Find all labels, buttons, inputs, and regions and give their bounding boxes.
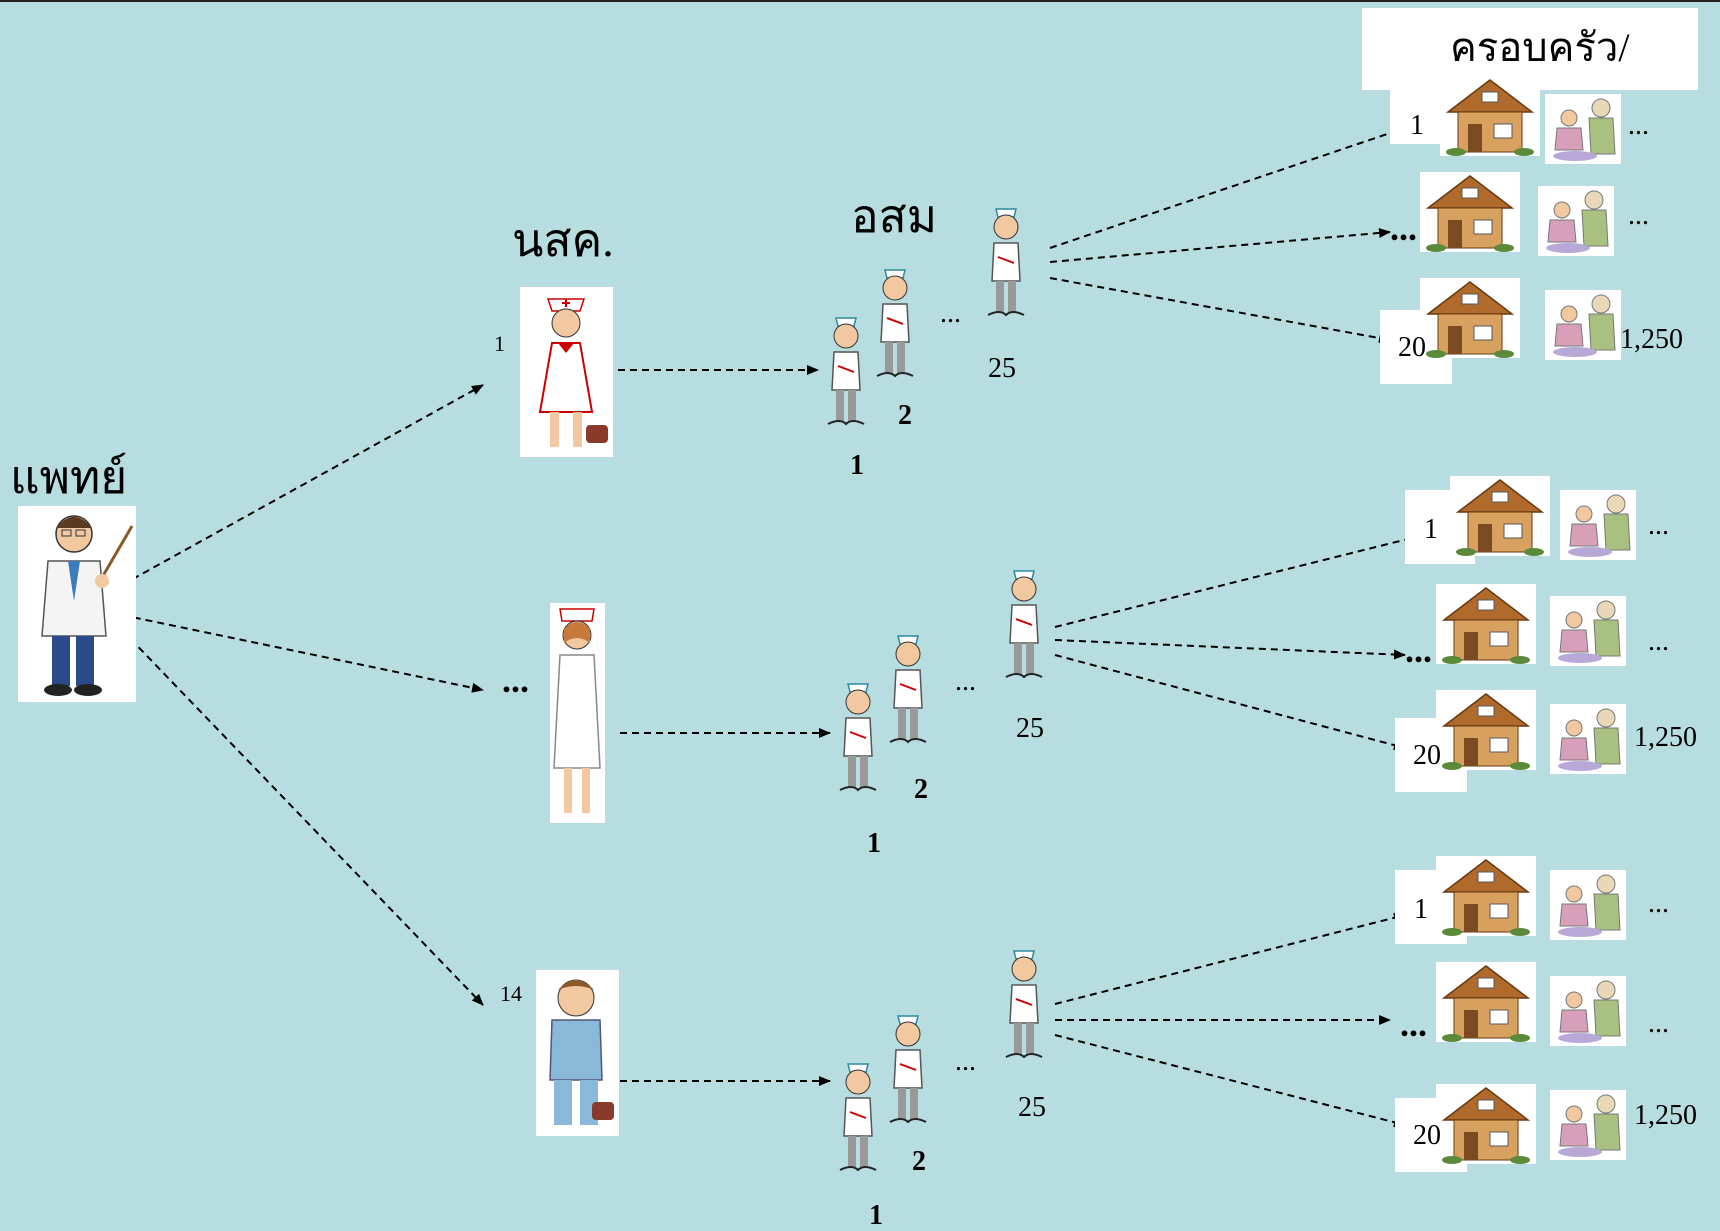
family-index-label: 1	[1410, 110, 1424, 141]
nurse-mid-label: ...	[502, 660, 529, 700]
family-care-icon	[1545, 290, 1621, 360]
nurse-icon	[520, 287, 613, 457]
volunteer-icon	[830, 1058, 886, 1183]
arrow-doctor-nurse-14	[121, 629, 484, 1006]
family-care-icon	[1550, 976, 1626, 1046]
top-border	[0, 0, 1720, 2]
family-care-icon	[1550, 870, 1626, 940]
volunteer-second-label: 2	[914, 774, 928, 805]
volunteer-icon	[880, 1010, 936, 1135]
family-tail-label: ...	[1648, 510, 1669, 541]
family-care-icon	[1538, 186, 1614, 256]
family-index-label: 1	[1424, 514, 1438, 545]
house-icon	[1420, 278, 1520, 358]
family-tail-label: ...	[1648, 888, 1669, 919]
nurse-14-label: 14	[500, 981, 522, 1006]
volunteer-last-label: 25	[988, 353, 1016, 384]
volunteer-ellipsis: ...	[955, 666, 976, 697]
arrow-vol2-fam-20	[1054, 654, 1406, 751]
title-label: ครอบครัว/	[1450, 25, 1630, 70]
volunteer-icon	[996, 945, 1052, 1070]
volunteer-second-label: 2	[912, 1146, 926, 1177]
family-tail-label: ...	[1648, 626, 1669, 657]
volunteer-last-label: 25	[1018, 1092, 1046, 1123]
family-index-label: ...	[1400, 1004, 1427, 1044]
house-icon	[1420, 172, 1520, 252]
volunteer-icon	[996, 565, 1052, 690]
house-icon	[1436, 856, 1536, 936]
house-icon	[1450, 476, 1550, 556]
arrow-doctor-nurse-1	[121, 384, 484, 586]
family-tail-label: ...	[1628, 110, 1649, 141]
nurse-icon	[536, 970, 619, 1136]
family-care-icon	[1550, 1090, 1626, 1160]
family-tail-label: 1,250	[1634, 722, 1697, 753]
family-care-icon	[1560, 490, 1636, 560]
house-icon	[1436, 690, 1536, 770]
house-icon	[1440, 76, 1540, 156]
volunteer-icon	[818, 312, 874, 437]
family-tail-label: ...	[1628, 200, 1649, 231]
family-tail-label: 1,250	[1634, 1100, 1697, 1131]
house-icon	[1436, 962, 1536, 1042]
volunteer-ellipsis: ...	[940, 298, 961, 329]
volunteer-first-label: 1	[850, 450, 864, 481]
volunteer-header: อสม	[851, 191, 938, 242]
nurse-header: นสค.	[512, 215, 614, 266]
arrow-vol3-fam-20	[1054, 1034, 1406, 1128]
nurse-icon	[550, 603, 605, 823]
family-index-label: 20	[1413, 1120, 1441, 1151]
family-care-icon	[1550, 596, 1626, 666]
arrow-vol3-fam-1	[1054, 912, 1406, 1005]
arrow-vol2-fam-mid	[1054, 639, 1406, 660]
volunteer-second-label: 2	[898, 400, 912, 431]
family-index-label: ...	[1390, 208, 1417, 248]
family-index-label: 20	[1413, 740, 1441, 771]
arrow-vol1-fam-mid	[1049, 227, 1391, 263]
volunteer-icon	[978, 203, 1034, 328]
family-tail-label: ...	[1648, 1008, 1669, 1039]
arrow-vol2-fam-1	[1054, 533, 1421, 628]
doctor-icon	[18, 506, 136, 702]
family-index-label: 1	[1414, 894, 1428, 925]
volunteer-first-label: 1	[869, 1200, 883, 1231]
volunteer-icon	[867, 264, 923, 389]
family-care-icon	[1545, 94, 1621, 164]
house-icon	[1436, 1084, 1536, 1164]
arrow-vol1-fam-20	[1049, 277, 1391, 343]
family-tail-label: 1,250	[1620, 324, 1683, 355]
nurse-1-label: 1	[494, 331, 505, 356]
family-index-label: 20	[1398, 332, 1426, 363]
volunteer-first-label: 1	[867, 828, 881, 859]
family-care-icon	[1550, 704, 1626, 774]
arrow-vol1-fam-1	[1049, 126, 1406, 249]
house-icon	[1436, 584, 1536, 664]
volunteer-icon	[880, 630, 936, 755]
volunteer-last-label: 25	[1016, 713, 1044, 744]
volunteer-ellipsis: ...	[955, 1046, 976, 1077]
doctor-label: แพทย์	[10, 452, 128, 503]
arrow-doctor-nurse-mid	[121, 614, 484, 693]
family-index-label: ...	[1405, 630, 1432, 670]
volunteer-icon	[830, 678, 886, 803]
